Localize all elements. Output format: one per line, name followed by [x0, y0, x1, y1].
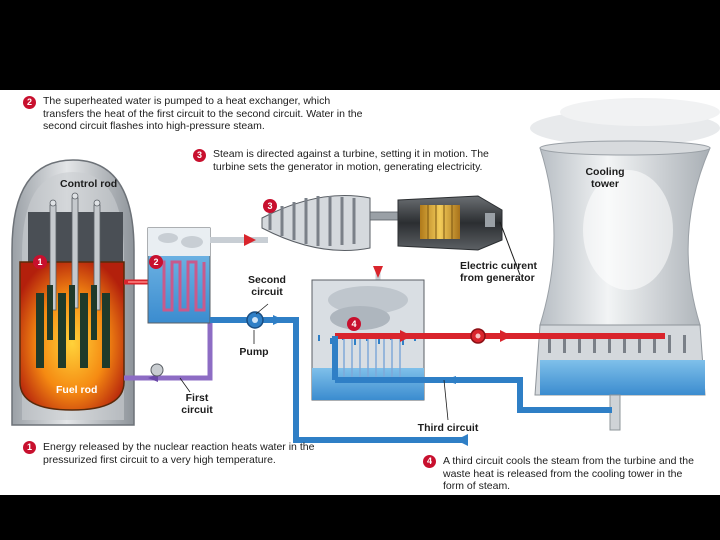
cooling-tower	[530, 98, 720, 431]
diagram-marker-2	[149, 255, 163, 269]
step-3-badge: 3	[193, 149, 206, 162]
step-4-badge: 4	[423, 455, 436, 468]
diagram-marker-4-label: 4	[351, 319, 356, 329]
generator	[397, 195, 521, 276]
third-circuit-label: Third circuit	[417, 422, 479, 434]
step-1-caption: Energy released by the nuclear reaction …	[43, 441, 315, 466]
diagram-marker-1	[33, 255, 47, 269]
diagram-marker-2-label: 2	[153, 257, 158, 267]
first-circuit-label: First circuit	[181, 392, 213, 416]
step-2-badge: 2	[23, 96, 36, 109]
step-3-caption: Steam is directed against a turbine, set…	[213, 148, 489, 173]
diagram-marker-3-label: 3	[267, 201, 272, 211]
condenser	[311, 279, 425, 401]
step-1-badge: 1	[23, 441, 36, 454]
electric-current-label: Electric current from generator	[460, 260, 538, 284]
pump-label: Pump	[239, 346, 269, 358]
cooling-tower-label: Cooling tower	[585, 166, 625, 190]
diagram-marker-1-label: 1	[37, 257, 42, 267]
step-4-caption: A third circuit cools the steam from the…	[443, 455, 694, 492]
step-2-caption: The superheated water is pumped to a hea…	[43, 95, 363, 132]
fuel-rod-label: Fuel rod	[56, 384, 98, 396]
control-rod-label: Control rod	[60, 178, 118, 190]
diagram-marker-3	[263, 199, 277, 213]
heat-exchanger	[147, 227, 211, 324]
diagram-marker-4	[347, 317, 361, 331]
turbine	[261, 195, 399, 251]
second-circuit-label: Second circuit	[248, 274, 286, 298]
fuel-rods	[36, 285, 110, 368]
